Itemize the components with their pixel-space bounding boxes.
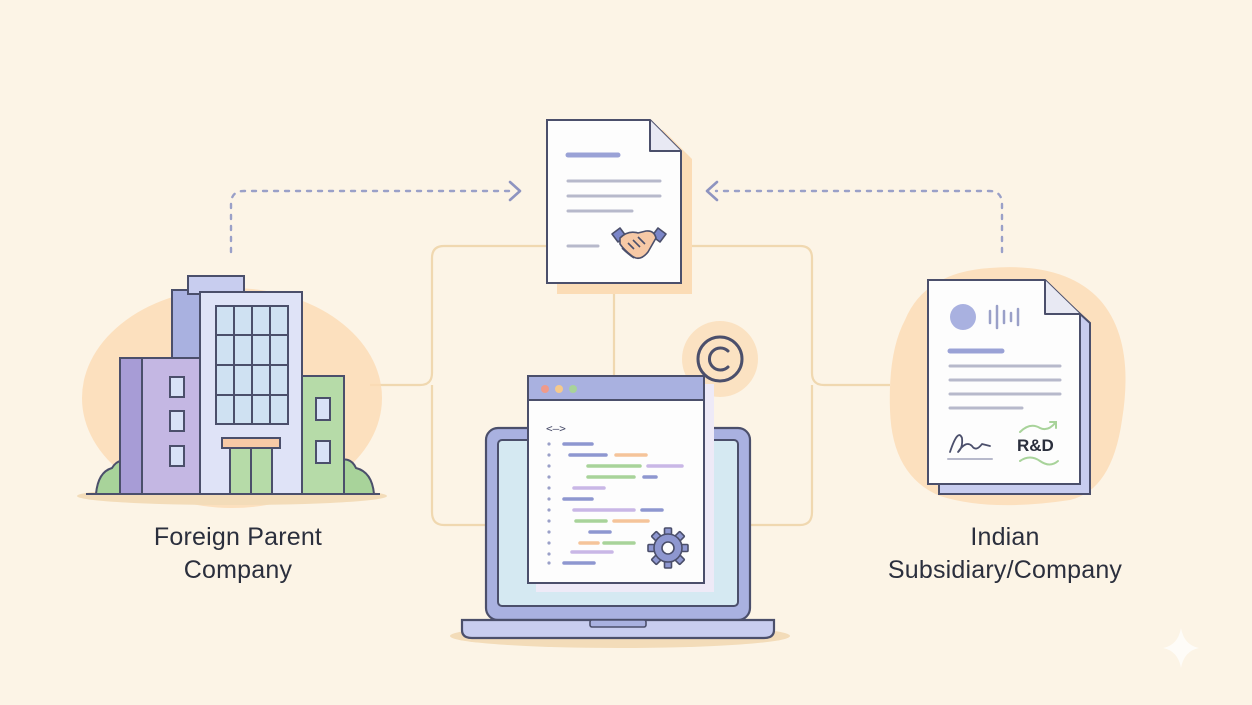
- window-grid-lines: [216, 306, 288, 424]
- arrowhead-left: [705, 180, 719, 202]
- report-fold: [1044, 280, 1080, 315]
- rd-arrow-up: [1019, 421, 1057, 433]
- agreement-text-lines: [565, 152, 662, 248]
- signature-icon: [947, 434, 993, 460]
- label-foreign-parent-company: Foreign Parent Company: [98, 521, 378, 587]
- label-indian-subsidiary: Indian Subsidiary/Company: [855, 521, 1155, 587]
- rd-wave: [1019, 456, 1059, 466]
- left-wing-windows: [169, 376, 185, 467]
- window-dot-green: [569, 385, 577, 393]
- gear-icon: [647, 527, 689, 569]
- window-dot-red: [541, 385, 549, 393]
- agreement-document-icon: [546, 119, 692, 294]
- connector-parent-bottom: [430, 385, 486, 527]
- building-entrance-awning: [221, 437, 281, 449]
- code-chevrons: <—>: [546, 422, 566, 435]
- building-right-wing: [295, 375, 345, 495]
- arrowhead-right: [508, 180, 522, 202]
- dashed-arrow-parent-to-agreement: [229, 189, 514, 254]
- report-document-icon: R&D: [889, 267, 1126, 506]
- connector-lines: [370, 244, 890, 527]
- laptop-icon: <—>: [450, 375, 790, 648]
- agreement-fold: [649, 120, 681, 152]
- report-text-lines: [947, 348, 1062, 410]
- connector-subsidiary-top: [680, 244, 890, 387]
- dashed-arrows: [229, 189, 1004, 254]
- building-left-wing-side: [119, 357, 143, 495]
- code-lines: [562, 442, 684, 565]
- laptop-base: [460, 618, 776, 640]
- connector-parent-left: [370, 244, 548, 387]
- code-gutter-dots: [547, 442, 551, 565]
- label-subsidiary-line2: Subsidiary/Company: [887, 556, 1123, 584]
- rd-badge: R&D: [1017, 436, 1054, 455]
- code-window-titlebar: [527, 375, 705, 401]
- report-audio-bars: [988, 304, 1020, 330]
- right-wing-windows: [315, 397, 331, 464]
- sparkle-icon: [1163, 628, 1199, 668]
- report-front-page: [927, 279, 1081, 485]
- label-parent-line1: Foreign Parent: [153, 523, 323, 551]
- window-dot-yellow: [555, 385, 563, 393]
- report-avatar: [950, 304, 976, 330]
- laptop-notch: [589, 619, 647, 628]
- label-subsidiary-line1: Indian: [970, 523, 1040, 551]
- dashed-arrow-subsidiary-to-agreement: [714, 189, 1004, 254]
- office-building-icon: [77, 275, 387, 508]
- connector-subsidiary-bottom: [750, 385, 814, 527]
- handshake-icon: [611, 227, 667, 260]
- label-parent-line2: Company: [183, 556, 293, 584]
